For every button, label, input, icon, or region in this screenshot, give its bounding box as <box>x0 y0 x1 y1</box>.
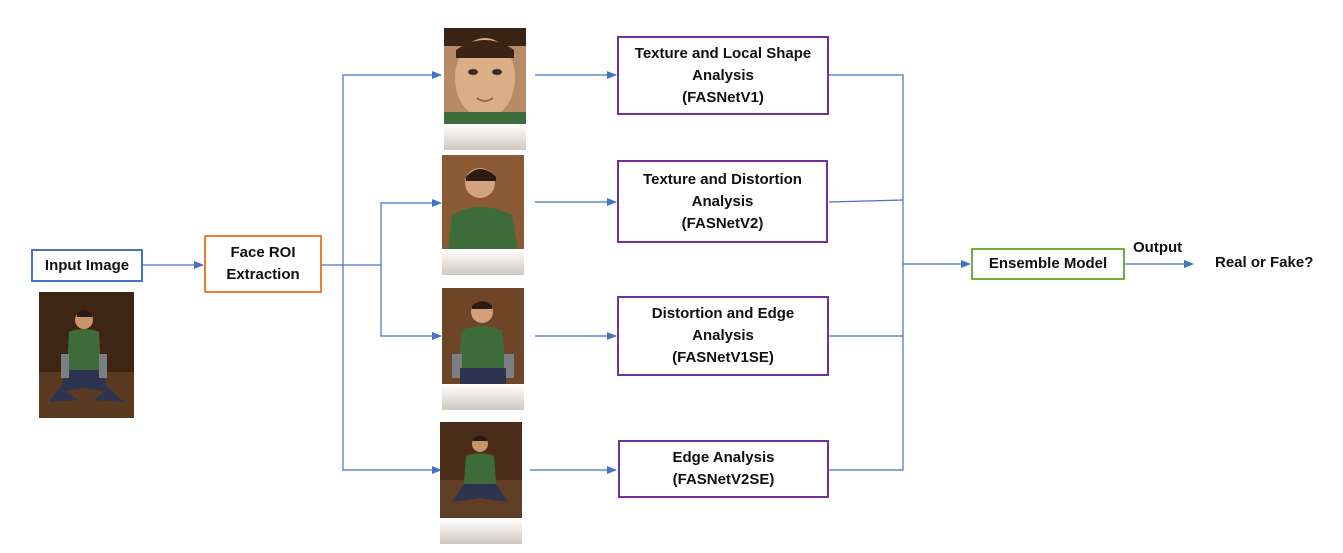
face-closeup-image <box>444 28 526 150</box>
wire-branch-outer-bottom <box>342 265 442 474</box>
analysis3-line1: Distortion and Edge <box>651 305 795 322</box>
analysis4-line1: Edge Analysis <box>672 449 775 466</box>
analysis-box-fasnetv1se: Distortion and Edge Analysis (FASNetV1SE… <box>617 296 829 376</box>
analysis1-line2: Analysis <box>692 66 754 84</box>
upper-body-figure <box>442 155 524 249</box>
analysis-box-fasnetv1: Texture and Local Shape Analysis (FASNet… <box>617 36 829 115</box>
analysis3-line2: Analysis <box>692 327 754 344</box>
analysis-box-fasnetv2se: Edge Analysis (FASNetV2SE) <box>618 440 829 498</box>
ensemble-label: Ensemble Model <box>988 255 1108 272</box>
wire-branch-inner-bottom <box>380 265 442 340</box>
analysis2-line3: (FASNetV2) <box>681 214 764 232</box>
ensemble-model-box: Ensemble Model <box>971 248 1125 280</box>
wire-branch-inner <box>380 199 442 265</box>
input-image-label: Input Image <box>44 256 130 274</box>
analysis3-line3: (FASNetV1SE) <box>672 349 774 366</box>
roi-line1: Face ROI <box>230 244 296 261</box>
input-image-box: Input Image <box>31 249 143 282</box>
seated-crop-figure <box>442 288 524 384</box>
analysis2-line1: Texture and Distortion <box>643 170 802 188</box>
analysis1-line1: Texture and Local Shape <box>634 44 812 62</box>
full-scene-figure <box>440 422 522 518</box>
wire-collect-1 <box>829 74 904 471</box>
output-label: Output <box>1133 239 1183 256</box>
roi-line2: Extraction <box>226 266 300 283</box>
analysis-box-fasnetv2: Texture and Distortion Analysis (FASNetV… <box>617 160 828 243</box>
analysis2-line2: Analysis <box>691 192 754 210</box>
person-seated-figure <box>39 292 134 418</box>
face-roi-extraction-box: Face ROI Extraction <box>204 235 322 293</box>
face-closeup-figure <box>444 28 526 124</box>
analysis1-line3: (FASNetV1) <box>682 88 764 106</box>
real-or-fake-label: Real or Fake? <box>1215 254 1314 271</box>
input-photo <box>39 292 134 418</box>
upper-body-image <box>442 155 524 275</box>
full-scene-image <box>440 422 522 546</box>
seated-crop-image <box>442 288 524 410</box>
analysis4-line2: (FASNetV2SE) <box>672 471 775 488</box>
wire-branch-outer <box>342 71 442 265</box>
wire-collect-2 <box>828 199 904 203</box>
